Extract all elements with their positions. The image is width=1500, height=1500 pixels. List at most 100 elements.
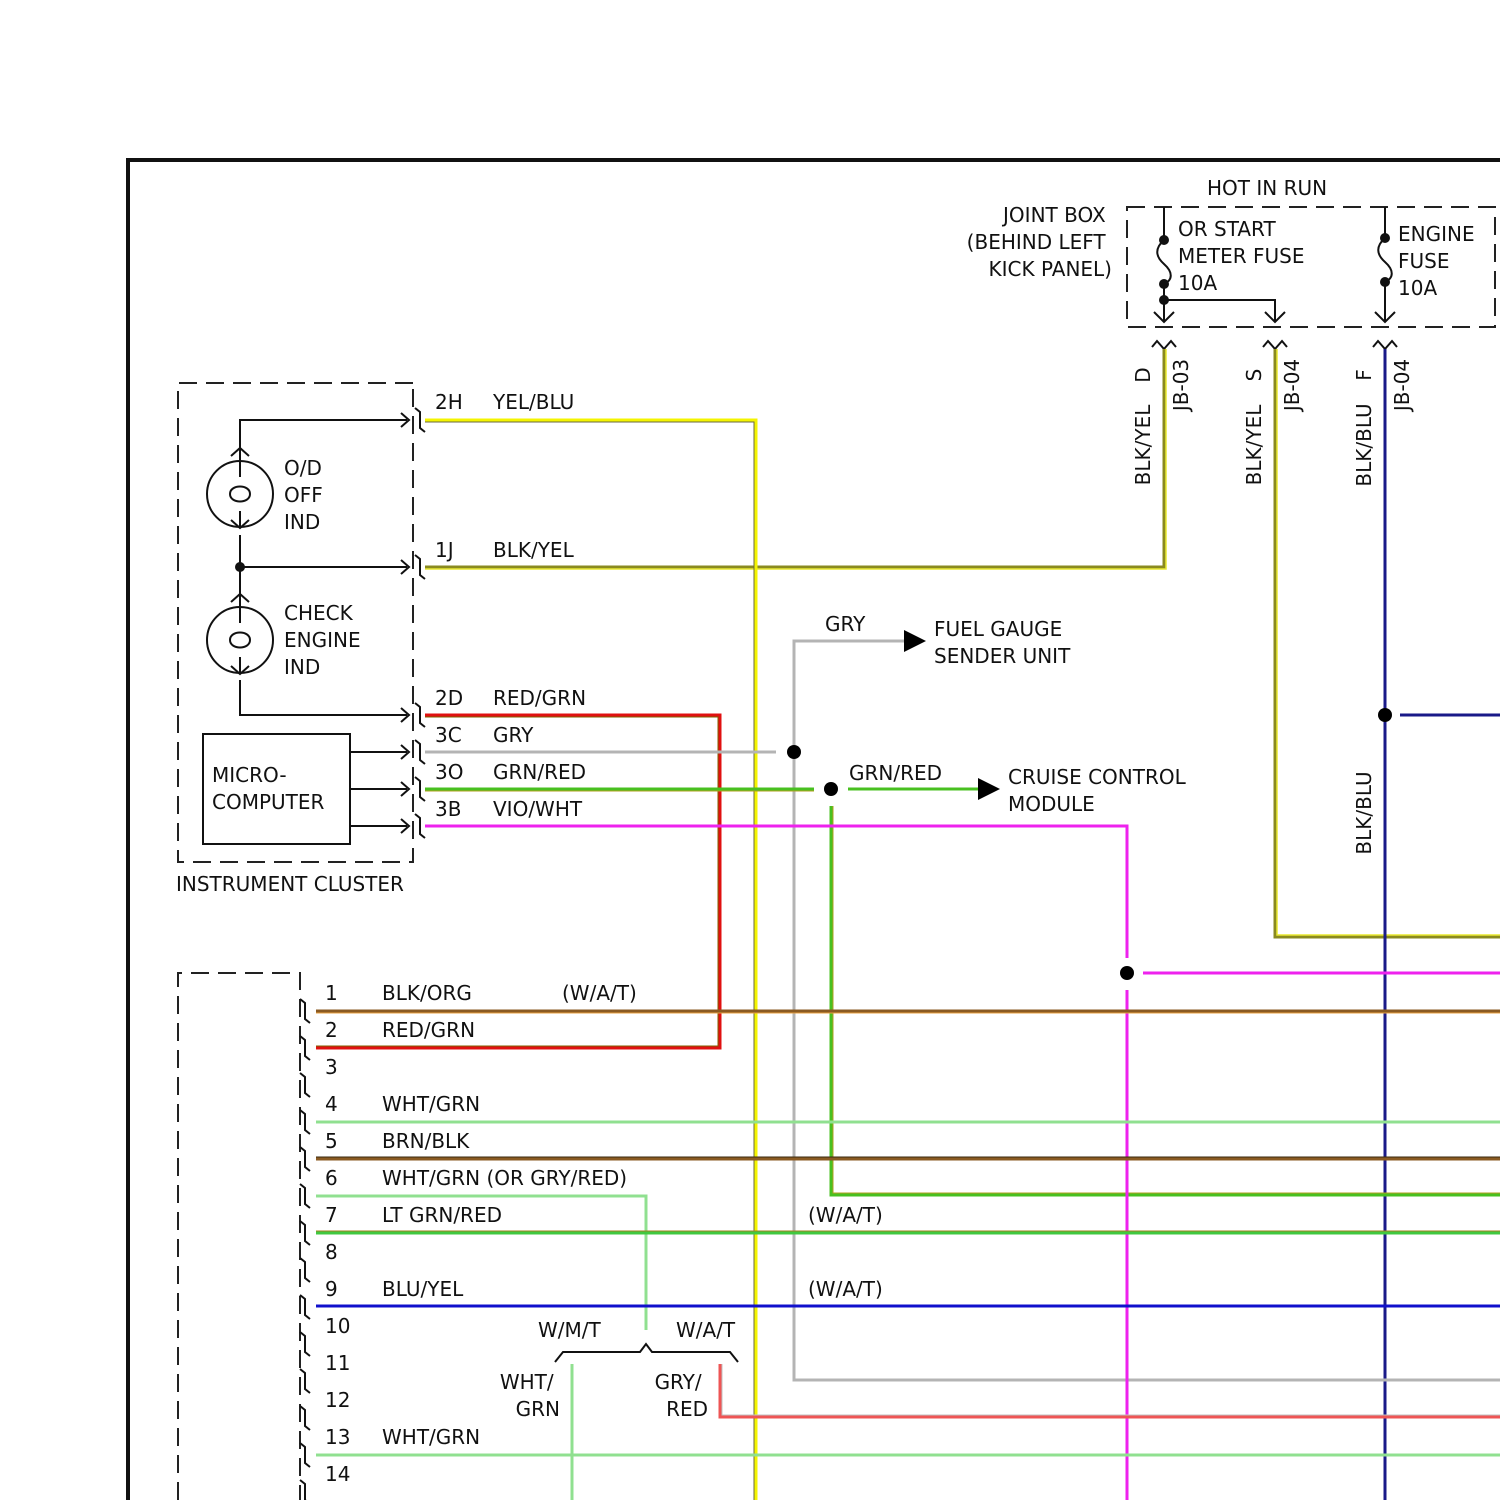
jb-terminal-d: [1152, 341, 1176, 349]
lower-pin-note: (W/A/T): [808, 1277, 883, 1301]
lower-pin-8: [300, 1258, 310, 1282]
wire-blk-yel-s: [1275, 349, 1500, 937]
lower-pin-wire-label: RED/GRN: [382, 1018, 475, 1042]
lower-pin-number: 14: [325, 1462, 350, 1486]
splice-gry: [787, 745, 801, 759]
pin-1j-label: 1J: [435, 538, 454, 562]
wire-vio-wht: [425, 826, 1127, 958]
fuel-gauge-sender-label: FUEL GAUGE SENDER UNIT: [934, 617, 1071, 668]
branch-wht-grn-label: WHT/ GRN: [500, 1370, 560, 1421]
lower-pin-wire-label: WHT/GRN: [382, 1092, 480, 1116]
lower-pin-4: [300, 1110, 310, 1134]
wire-blk-yel-d: [425, 349, 1164, 567]
lower-pin-1: [300, 999, 310, 1023]
pin-3o-label: 3O: [435, 760, 463, 784]
micro-computer-box: [203, 734, 350, 844]
lower-pin-number: 5: [325, 1129, 338, 1153]
branch-gry-red-label: GRY/ RED: [655, 1370, 708, 1421]
lower-pin-number: 6: [325, 1166, 338, 1190]
pin-2d-label: 2D: [435, 686, 463, 710]
joint-box: HOT IN RUN JOINT BOX (BEHIND LEFT KICK P…: [967, 176, 1495, 855]
lower-pin-number: 3: [325, 1055, 338, 1079]
jb-terminal-f-letter: F: [1352, 369, 1376, 381]
lower-pin-wire-label: BLU/YEL: [382, 1277, 464, 1301]
pin-3b-label: 3B: [435, 797, 461, 821]
lower-pin-13: [300, 1443, 310, 1467]
jb-terminal-s-wire: BLK/YEL: [1242, 404, 1266, 486]
cruise-wire-label: GRN/RED: [849, 761, 942, 785]
check-engine-label: CHECK ENGINE IND: [284, 601, 367, 679]
jb-terminal-d-wire: BLK/YEL: [1131, 404, 1155, 486]
jb-terminal-s-letter: S: [1242, 369, 1266, 382]
engine-fuse: ENGINE FUSE 10A: [1375, 207, 1481, 322]
cluster-pin-labels: 2H YEL/BLU 1J BLK/YEL 2D RED/GRN 3C GRY …: [435, 390, 586, 821]
wire-gry-red-branch: [720, 1364, 1500, 1417]
jb-terminal-s-code: JB-04: [1280, 359, 1304, 413]
lower-pin-number: 7: [325, 1203, 338, 1227]
lower-pin-number: 2: [325, 1018, 338, 1042]
lower-pin-12: [300, 1406, 310, 1430]
pin-3c-wire: GRY: [493, 723, 534, 747]
lower-pin-number: 8: [325, 1240, 338, 1264]
splice-blk-blu: [1378, 708, 1392, 722]
lower-pin-wire-label: LT GRN/RED: [382, 1203, 502, 1227]
instrument-cluster: INSTRUMENT CLUSTER O/D OFF IND CHECK ENG…: [176, 383, 425, 896]
lower-connector-pins: [300, 999, 310, 1500]
pin-2d-wire: RED/GRN: [493, 686, 586, 710]
lower-pin-wire-label: BRN/BLK: [382, 1129, 470, 1153]
jb-terminal-d-letter: D: [1131, 367, 1155, 382]
lower-pin-3: [300, 1073, 310, 1097]
od-off-label: O/D OFF IND: [284, 456, 329, 534]
lower-pin-5: [300, 1147, 310, 1171]
lower-pin-note: (W/A/T): [808, 1203, 883, 1227]
lower-pin-number: 1: [325, 981, 338, 1005]
arrow-cruise: [978, 778, 1000, 800]
lower-pin-wire-label: BLK/ORG: [382, 981, 472, 1005]
jb-terminal-f: [1373, 341, 1397, 349]
lower-pin-wire-label: WHT/GRN: [382, 1425, 480, 1449]
splice-vio-wht: [1120, 966, 1134, 980]
cluster-connector-pins: [415, 408, 425, 838]
blk-blu-lower-label: BLK/BLU: [1352, 771, 1376, 854]
transmission-option-bracket: W/M/T W/A/T WHT/ GRN GRY/ RED: [500, 1318, 738, 1421]
lower-pin-9: [300, 1295, 310, 1319]
cruise-module-label: CRUISE CONTROL MODULE: [1008, 765, 1192, 816]
splice-grn-red: [824, 782, 838, 796]
jb-terminal-f-wire: BLK/BLU: [1352, 403, 1376, 486]
instrument-cluster-label: INSTRUMENT CLUSTER: [176, 872, 404, 896]
pin-3b-wire: VIO/WHT: [493, 797, 583, 821]
lower-pin-number: 13: [325, 1425, 350, 1449]
lower-pin-number: 11: [325, 1351, 350, 1375]
lower-pin-14: [300, 1480, 310, 1500]
pin-3o-wire: GRN/RED: [493, 760, 586, 784]
wire-gry-fuel: [794, 641, 904, 752]
wire-gry-down: [794, 752, 1500, 1380]
option-at-label: W/A/T: [676, 1318, 736, 1342]
lower-connector-border: [178, 973, 300, 1500]
arrow-fuel-gauge: [904, 630, 926, 652]
lower-pin-2: [300, 1036, 310, 1060]
pin-2h-wire: YEL/BLU: [492, 390, 574, 414]
lower-pin-number: 4: [325, 1092, 338, 1116]
jb-terminal-d-code: JB-03: [1169, 359, 1193, 413]
hot-in-run-label: HOT IN RUN: [1207, 176, 1327, 200]
meter-fuse: OR START METER FUSE 10A: [1154, 207, 1311, 322]
lower-pin-note: (W/A/T): [562, 981, 637, 1005]
engine-fuse-label: ENGINE FUSE 10A: [1398, 222, 1481, 300]
lower-pin-number: 10: [325, 1314, 350, 1338]
wire-grn-red-down: [831, 806, 1500, 1195]
lower-pin-7: [300, 1221, 310, 1245]
lower-pin-6: [300, 1184, 310, 1208]
meter-fuse-label: OR START METER FUSE 10A: [1178, 217, 1311, 295]
lower-pin-number: 9: [325, 1277, 338, 1301]
micro-computer-label: MICRO- COMPUTER: [212, 763, 325, 814]
lower-pin-number: 12: [325, 1388, 350, 1412]
pin-3c-label: 3C: [435, 723, 462, 747]
option-mt-label: W/M/T: [538, 1318, 602, 1342]
pin-1j-wire: BLK/YEL: [493, 538, 575, 562]
lower-pin-10: [300, 1332, 310, 1356]
fuel-gauge-wire-label: GRY: [825, 612, 866, 636]
lower-pin-wire-label: WHT/GRN (OR GRY/RED): [382, 1166, 627, 1190]
jb-terminal-s: [1263, 341, 1287, 349]
